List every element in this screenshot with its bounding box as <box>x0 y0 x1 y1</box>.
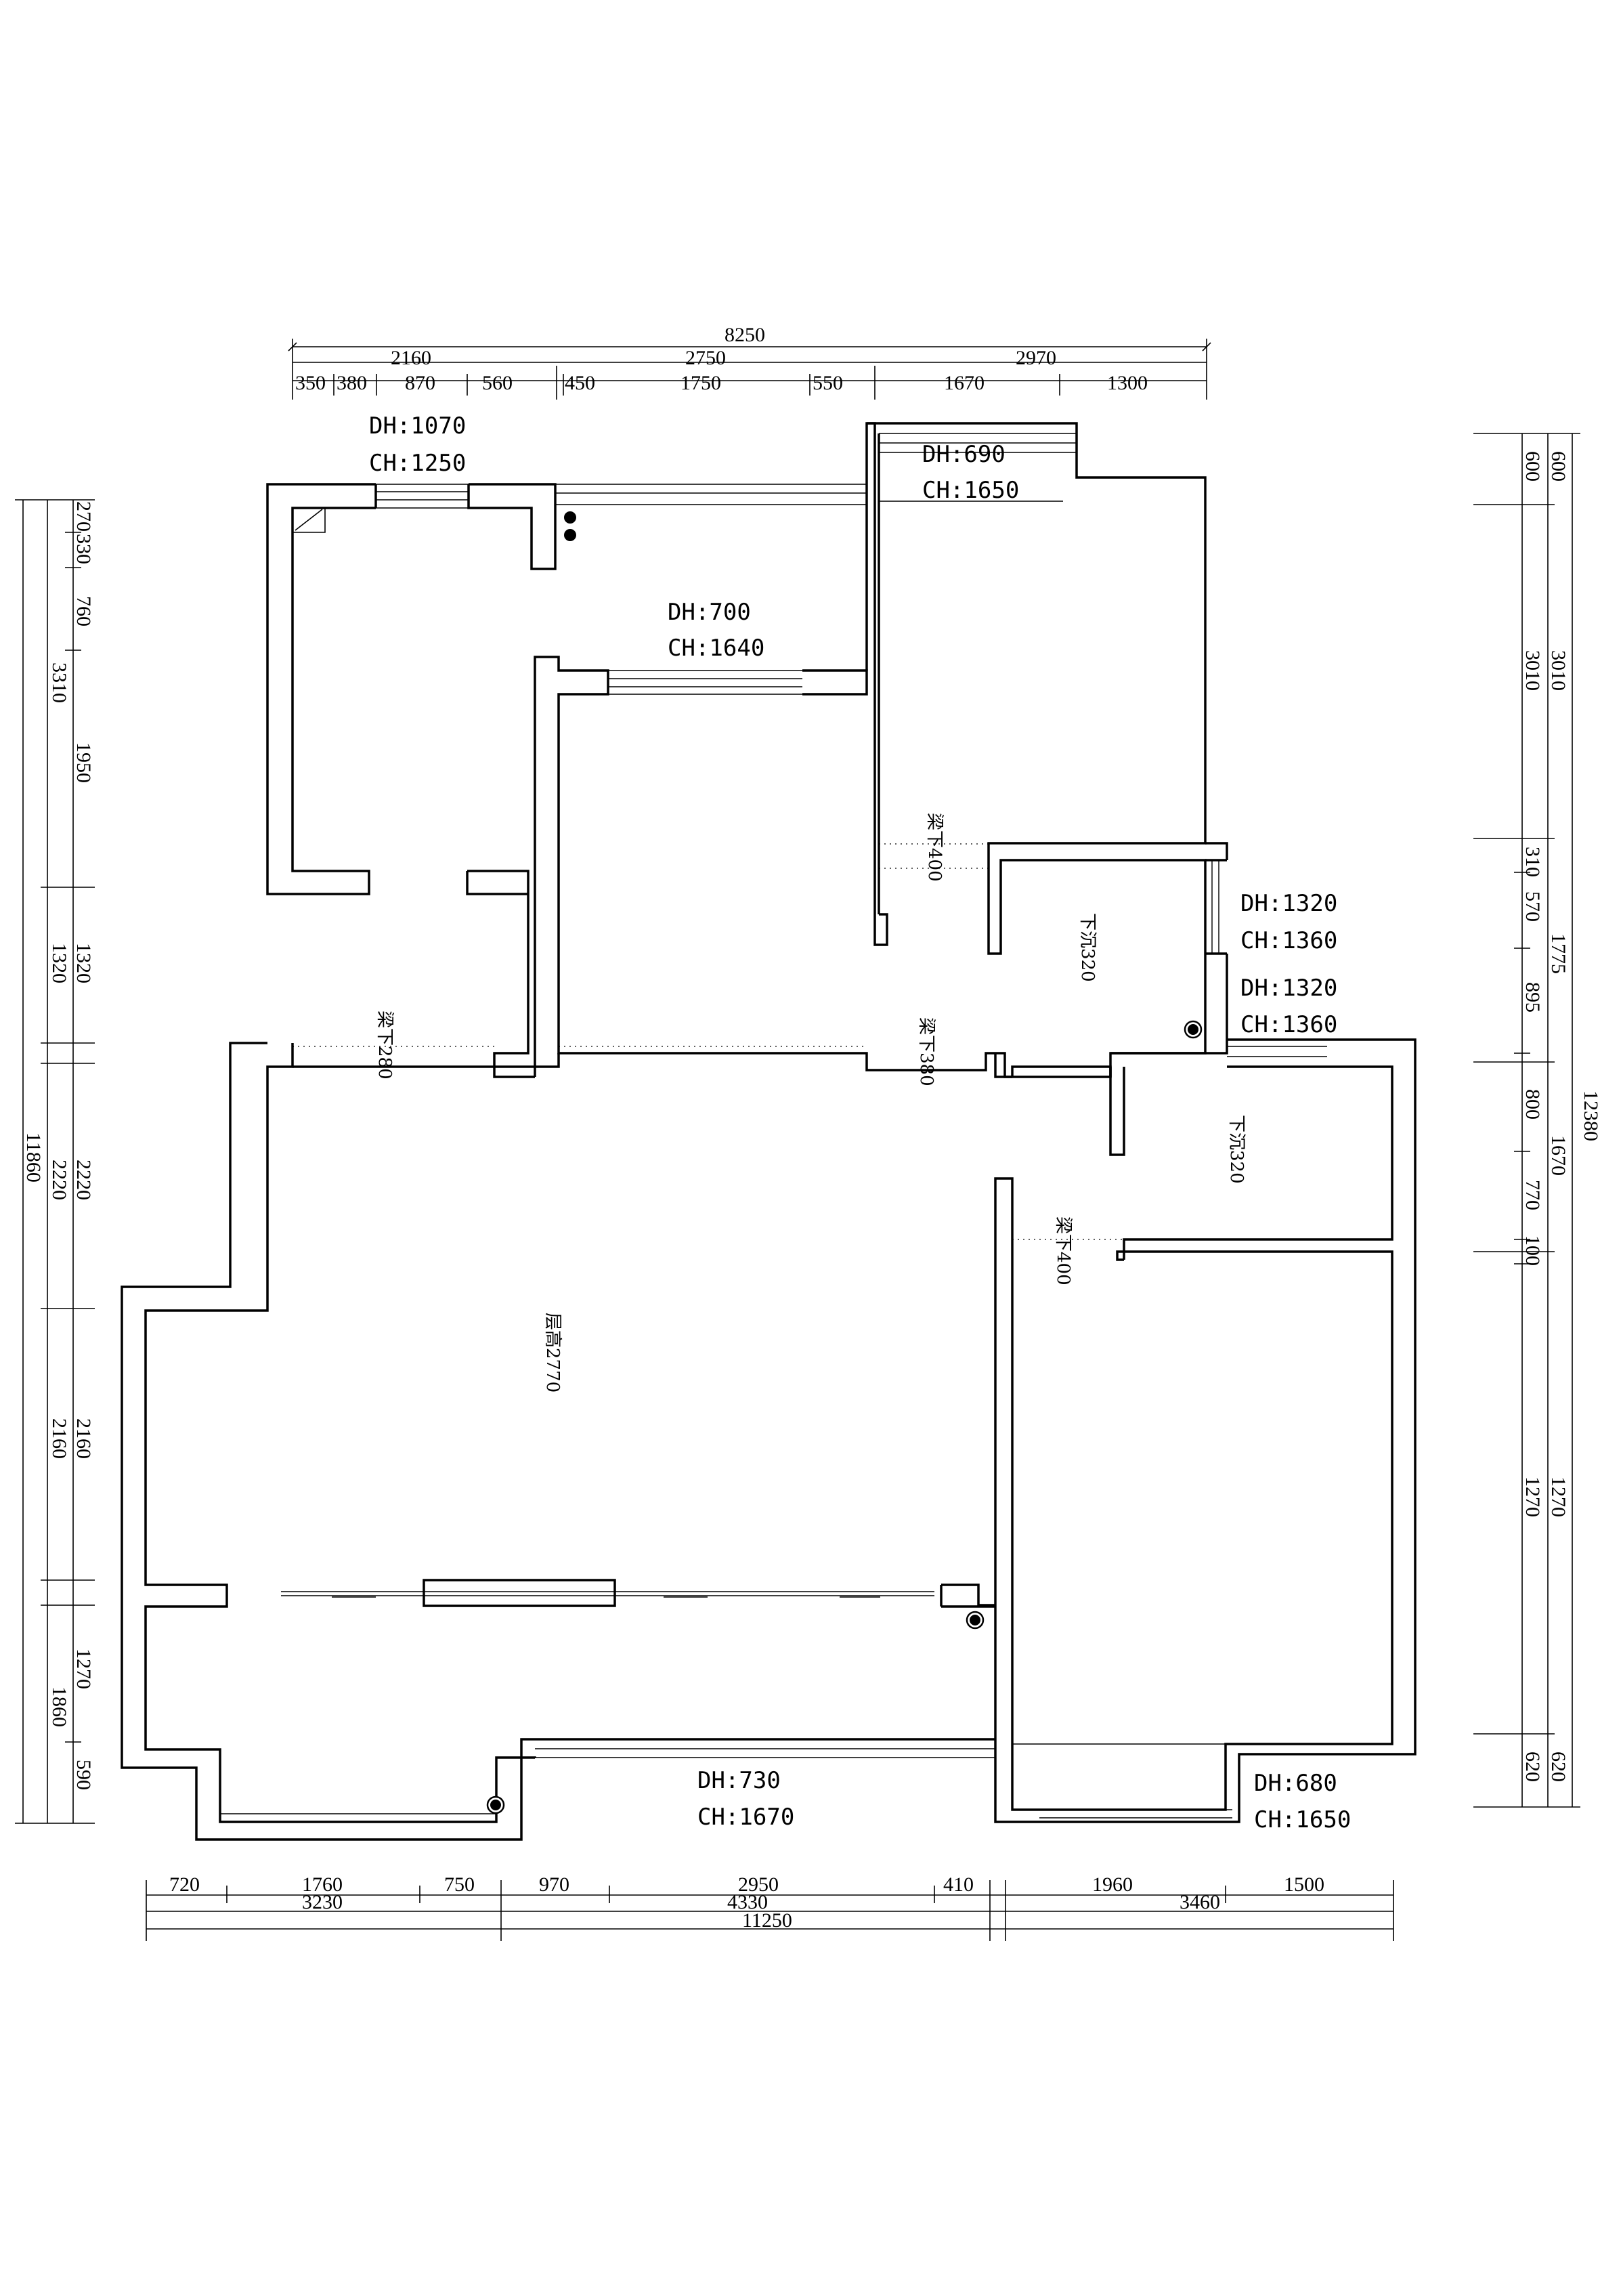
dim-right-detail-9: 1270 <box>1521 1476 1544 1517</box>
dim-right-mid-5: 1270 <box>1547 1476 1570 1517</box>
note-beam-380: 梁下380 <box>916 1017 936 1086</box>
dim-bottom-detail-6: 410 <box>943 1873 974 1896</box>
left-dimension-chain: 11860 3310 1320 2220 2160 1860 270 330 7… <box>15 499 95 1824</box>
dim-bottom-detail-4: 970 <box>539 1873 569 1896</box>
dim-right-detail-1: 600 <box>1521 451 1544 482</box>
dim-top-detail-7: 550 <box>813 372 843 394</box>
dim-left-detail-7: 2160 <box>72 1418 95 1459</box>
pipe-icon <box>564 529 576 541</box>
top-dimension-chain: 8250 2160 2750 2970 350 380 870 560 450 … <box>288 324 1211 400</box>
opening-dh-2: DH:690 <box>922 441 1006 468</box>
dim-right-detail-3: 310 <box>1521 847 1544 877</box>
dim-bottom-detail-8: 1500 <box>1284 1873 1324 1896</box>
dim-top-mid-1: 2160 <box>391 347 431 369</box>
dim-left-mid-3: 2220 <box>48 1160 70 1200</box>
note-sink-320-b: 下沉320 <box>1226 1115 1247 1184</box>
dim-left-total: 11860 <box>22 1132 45 1183</box>
opening-dh-3: DH:700 <box>668 599 751 626</box>
note-floor-height: 层高2770 <box>542 1313 563 1393</box>
opening-ch-6: CH:1670 <box>697 1804 794 1831</box>
opening-ch-7: CH:1650 <box>1254 1806 1351 1833</box>
dim-left-detail-3: 760 <box>72 596 95 626</box>
dim-bottom-mid-1: 3230 <box>302 1891 343 1913</box>
dim-right-mid-3: 1775 <box>1547 933 1570 974</box>
dim-right-mid-4: 1670 <box>1547 1135 1570 1176</box>
dim-right-detail-8: 100 <box>1521 1235 1544 1266</box>
dim-left-detail-6: 2220 <box>72 1160 95 1200</box>
dim-bottom-mid-3: 3460 <box>1180 1891 1220 1913</box>
dim-bottom-detail-2: 1760 <box>302 1873 343 1896</box>
walls <box>121 422 1417 1841</box>
opening-ch-2: CH:1650 <box>922 477 1019 504</box>
right-dimension-chain: 12380 600 3010 1775 1670 1270 620 600 30… <box>1473 433 1600 1808</box>
opening-labels: DH:1070 CH:1250 DH:690 CH:1650 DH:700 CH… <box>369 412 1351 1833</box>
dim-bottom-detail-3: 750 <box>444 1873 475 1896</box>
dim-left-detail-9: 590 <box>72 1760 95 1790</box>
pipes <box>486 511 1203 1814</box>
dim-left-mid-5: 1860 <box>48 1686 70 1727</box>
opening-ch-1: CH:1250 <box>369 450 466 477</box>
dim-right-detail-7: 770 <box>1521 1180 1544 1210</box>
dim-left-detail-1: 270 <box>72 501 95 532</box>
dim-right-mid-1: 600 <box>1547 451 1570 482</box>
dim-right-detail-10: 620 <box>1521 1751 1544 1782</box>
beams <box>293 843 1124 1240</box>
dim-top-detail-5: 450 <box>565 372 595 394</box>
dim-right-total: 12380 <box>1580 1090 1600 1141</box>
opening-dh-6: DH:730 <box>697 1767 781 1794</box>
dim-left-detail-8: 1270 <box>72 1649 95 1689</box>
note-beam-400-a: 梁下400 <box>924 813 945 882</box>
opening-dh-7: DH:680 <box>1254 1770 1337 1797</box>
dim-right-detail-4: 570 <box>1521 891 1544 922</box>
dim-top-mid-2: 2750 <box>685 347 726 369</box>
dim-bottom-total: 11250 <box>742 1909 792 1932</box>
dim-bottom-detail-5: 2950 <box>738 1873 779 1896</box>
dim-bottom-detail-1: 720 <box>169 1873 200 1896</box>
dim-top-detail-9: 1300 <box>1107 372 1148 394</box>
note-beam-280: 梁下280 <box>374 1011 395 1080</box>
opening-ch-5: CH:1360 <box>1240 1011 1337 1038</box>
dim-left-mid-2: 1320 <box>48 943 70 983</box>
dim-top-detail-3: 870 <box>405 372 435 394</box>
dim-top-detail-2: 380 <box>337 372 367 394</box>
dim-right-detail-5: 895 <box>1521 982 1544 1013</box>
dim-left-detail-2: 330 <box>72 534 95 564</box>
dim-right-detail-2: 3010 <box>1521 650 1544 691</box>
dim-top-total: 8250 <box>725 324 765 346</box>
dim-left-mid-4: 2160 <box>48 1418 70 1459</box>
dim-left-mid-1: 3310 <box>48 662 70 703</box>
notes: 梁下280 梁下380 梁下400 梁下400 下沉320 下沉320 层高27… <box>374 813 1247 1393</box>
opening-ch-3: CH:1640 <box>668 635 764 662</box>
dim-right-mid-6: 620 <box>1547 1751 1570 1782</box>
opening-dh-4: DH:1320 <box>1240 890 1337 917</box>
note-beam-400-b: 梁下400 <box>1053 1216 1073 1285</box>
dim-right-detail-6: 800 <box>1521 1089 1544 1120</box>
dim-left-detail-4: 1950 <box>72 742 95 783</box>
dim-top-detail-8: 1670 <box>944 372 985 394</box>
note-sink-320-a: 下沉320 <box>1077 913 1098 982</box>
dim-bottom-detail-7: 1960 <box>1092 1873 1133 1896</box>
dim-left-detail-5: 1320 <box>72 943 95 983</box>
dim-bottom-mid-2: 4330 <box>727 1891 768 1913</box>
opening-ch-4: CH:1360 <box>1240 927 1337 954</box>
dim-top-detail-1: 350 <box>295 372 326 394</box>
dim-top-detail-6: 1750 <box>680 372 721 394</box>
opening-dh-5: DH:1320 <box>1240 975 1337 1002</box>
dim-right-mid-2: 3010 <box>1547 650 1570 691</box>
dim-top-detail-4: 560 <box>482 372 513 394</box>
dim-top-mid-3: 2970 <box>1016 347 1056 369</box>
pipe-icon <box>564 511 576 524</box>
opening-dh-1: DH:1070 <box>369 412 466 440</box>
bottom-dimension-chain: 720 1760 750 970 2950 410 1960 1500 3230… <box>146 1873 1394 1941</box>
